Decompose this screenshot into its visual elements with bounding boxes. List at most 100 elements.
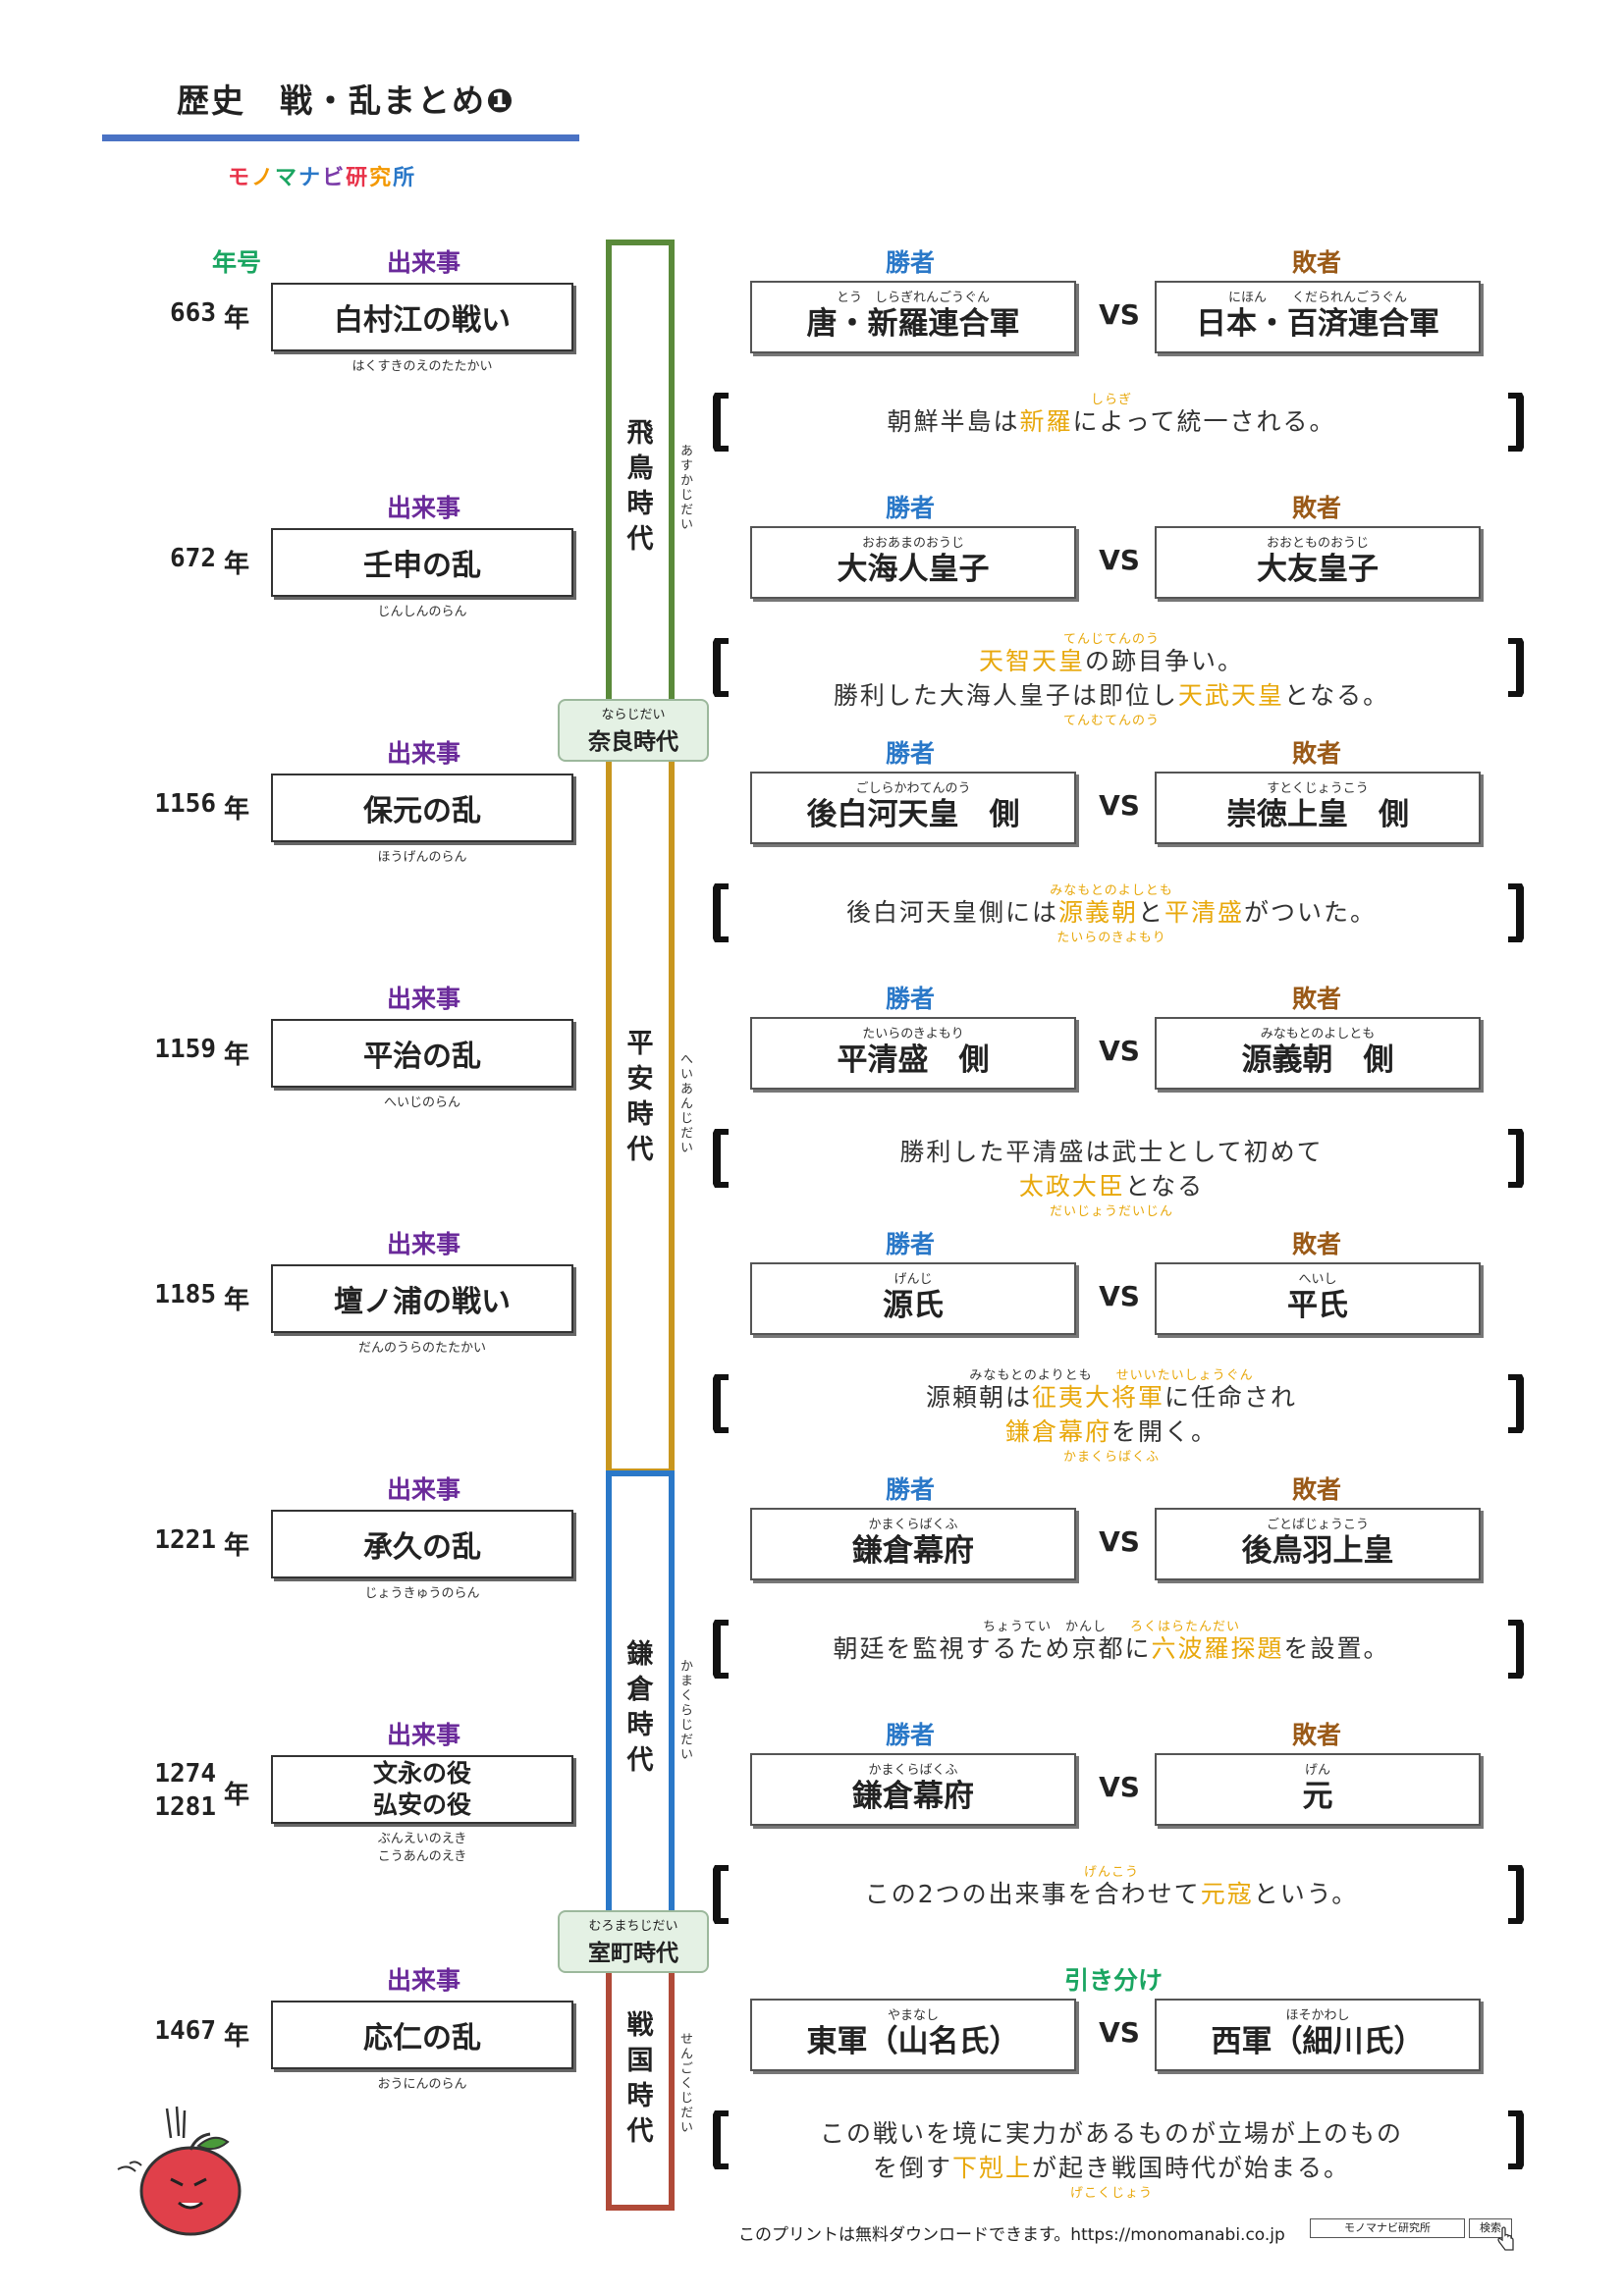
- vs-label: VS: [1099, 2016, 1140, 2049]
- note-highlight: 新羅: [1019, 407, 1073, 436]
- note-text: 源頼朝は: [925, 1383, 1032, 1412]
- note-highlight: 元寇: [1200, 1880, 1254, 1908]
- vs-label: VS: [1099, 544, 1140, 576]
- brand-logo: モノマナビ研究所: [228, 166, 417, 190]
- column-loser: 敗者: [1292, 248, 1342, 277]
- event-name-box: 承久の乱: [271, 1510, 573, 1578]
- note-highlight: 鎌倉幕府: [1004, 1417, 1111, 1446]
- note-ruby: みなもとのよりとも: [969, 1368, 1093, 1383]
- event-year: 1221: [154, 1525, 216, 1555]
- bracket-right-icon: [1508, 1129, 1524, 1188]
- vs-label: VS: [1099, 1525, 1140, 1558]
- winner-ruby: げんじ: [893, 1272, 933, 1287]
- event-note: 勝利した平清盛は武士として初めて太政大臣となるだいじょうだいじん: [719, 1135, 1504, 1221]
- loser-name: 源義朝 側: [1241, 1042, 1394, 1078]
- event-year: 1281: [154, 1792, 216, 1822]
- column-loser: 敗者: [1292, 1230, 1342, 1258]
- vs-label: VS: [1099, 298, 1140, 331]
- winner-name: 鎌倉幕府: [852, 1779, 974, 1814]
- note-ruby: げんこう: [1083, 1865, 1139, 1880]
- winner-ruby: やまなし: [887, 2008, 939, 2023]
- event-ruby: じんしんのらん: [377, 605, 467, 619]
- note-highlight: 天智天皇: [978, 647, 1085, 675]
- column-loser: 敗者: [1292, 985, 1342, 1013]
- year-suffix: 年: [224, 1286, 250, 1315]
- event-ruby: じょうきゅうのらん: [364, 1586, 480, 1601]
- loser-box: げん元: [1155, 1753, 1481, 1826]
- event-year: 1156: [154, 789, 216, 819]
- note-text: という。: [1253, 1880, 1359, 1908]
- column-winner: 勝者: [886, 739, 936, 768]
- note-text: を開く。: [1111, 1417, 1218, 1446]
- loser-box: ごとばじょうこう後鳥羽上皇: [1155, 1508, 1481, 1580]
- note-text: となる。: [1283, 681, 1390, 710]
- note-text: に任命され: [1164, 1383, 1298, 1412]
- note-text: 勝利した平清盛は武士として初めて: [899, 1138, 1324, 1166]
- year-suffix: 年: [224, 304, 250, 334]
- year-suffix: 年: [224, 1041, 250, 1070]
- era-badge-nara: ならじだい 奈良時代: [558, 699, 709, 762]
- bracket-right-icon: [1508, 638, 1524, 697]
- event-note: しらぎ朝鮮半島は新羅によって統一される。: [719, 387, 1504, 439]
- note-highlight: 天武天皇: [1177, 681, 1284, 710]
- note-text: 後白河天皇側には: [845, 898, 1058, 927]
- loser-box: おおとものおうじ大友皇子: [1155, 526, 1481, 599]
- note-text: 勝利した大海人皇子は即位し: [833, 681, 1178, 710]
- column-loser: 敗者: [1292, 494, 1342, 522]
- event-name: 文永の役: [372, 1759, 471, 1788]
- note-text: この2つの出来事を合わせて: [864, 1880, 1201, 1908]
- note-text: によって統一される。: [1072, 407, 1336, 436]
- event-year: 1467: [154, 2016, 216, 2046]
- column-winner: 勝者: [886, 1475, 936, 1504]
- note-text: がついた。: [1244, 898, 1378, 927]
- year-suffix: 年: [224, 795, 250, 825]
- note-text: を倒す: [872, 2154, 952, 2182]
- note-text: 朝鮮半島は: [887, 407, 1020, 436]
- column-loser: 敗者: [1292, 1721, 1342, 1749]
- note-highlight: 平清盛: [1164, 898, 1245, 927]
- note-ruby: せいいたいしょうぐん: [1115, 1368, 1254, 1383]
- winner-box: たいらのきよもり平清盛 側: [750, 1017, 1076, 1090]
- bracket-right-icon: [1508, 1620, 1524, 1679]
- event-name-box: 文永の役弘安の役: [271, 1755, 573, 1824]
- column-winner: 勝者: [886, 494, 936, 522]
- note-highlight: 征夷大将軍: [1031, 1383, 1164, 1412]
- column-winner: 勝者: [886, 248, 936, 277]
- event-name-box: 平治の乱: [271, 1019, 573, 1088]
- winner-box: げんじ源氏: [750, 1262, 1076, 1335]
- winner-ruby: とう しらぎれんごうぐん: [836, 291, 990, 305]
- note-highlight: 六波羅探題: [1151, 1634, 1284, 1663]
- bracket-left-icon: [713, 1865, 729, 1924]
- footer-text: このプリントは無料ダウンロードできます。https://monomanabi.c…: [738, 2225, 1285, 2245]
- note-text: この戦いを境に実力があるものが立場が上のもの: [819, 2119, 1403, 2148]
- event-note: げんこうこの2つの出来事を合わせて元寇という。: [719, 1859, 1504, 1911]
- event-year: 663: [170, 298, 216, 328]
- column-event: 出来事: [387, 1475, 461, 1504]
- note-ruby: てんじてんのう: [1062, 632, 1160, 647]
- year-suffix: 年: [224, 2022, 250, 2052]
- footer-search-box: モノマナビ研究所: [1310, 2218, 1465, 2238]
- winner-name: 大海人皇子: [837, 552, 990, 587]
- note-ruby: みなもとのよしとも: [1050, 883, 1173, 898]
- event-year: 1185: [154, 1280, 216, 1309]
- era-label-asuka: 飛鳥時代: [626, 418, 654, 555]
- era-label-kamakura: 鎌倉時代: [626, 1639, 654, 1776]
- era-ruby-heian: へいあんじだい: [677, 1052, 692, 1155]
- winner-ruby: たいらのきよもり: [862, 1027, 964, 1041]
- note-ruby: しらぎ: [1090, 393, 1132, 407]
- column-event: 出来事: [387, 985, 461, 1013]
- event-name: 弘安の役: [372, 1790, 471, 1819]
- bracket-left-icon: [713, 883, 729, 942]
- apple-mascot-icon: [117, 2106, 242, 2236]
- loser-name: 平氏: [1287, 1288, 1348, 1323]
- winner-box: やまなし東軍（山名氏）: [750, 1999, 1076, 2071]
- loser-name: 大友皇子: [1257, 552, 1379, 587]
- note-text: 朝廷を監視するため京都に: [833, 1634, 1152, 1663]
- winner-box: おおあまのおうじ大海人皇子: [750, 526, 1076, 599]
- vs-label: VS: [1099, 1280, 1140, 1312]
- event-ruby: だんのうらのたたかい: [357, 1341, 486, 1356]
- loser-box: にほん くだられんごうぐん日本・百済連合軍: [1155, 281, 1481, 353]
- bracket-right-icon: [1508, 1865, 1524, 1924]
- column-draw: 引き分け: [1064, 1966, 1164, 1995]
- note-ruby: げこくじょう: [1069, 2186, 1153, 2201]
